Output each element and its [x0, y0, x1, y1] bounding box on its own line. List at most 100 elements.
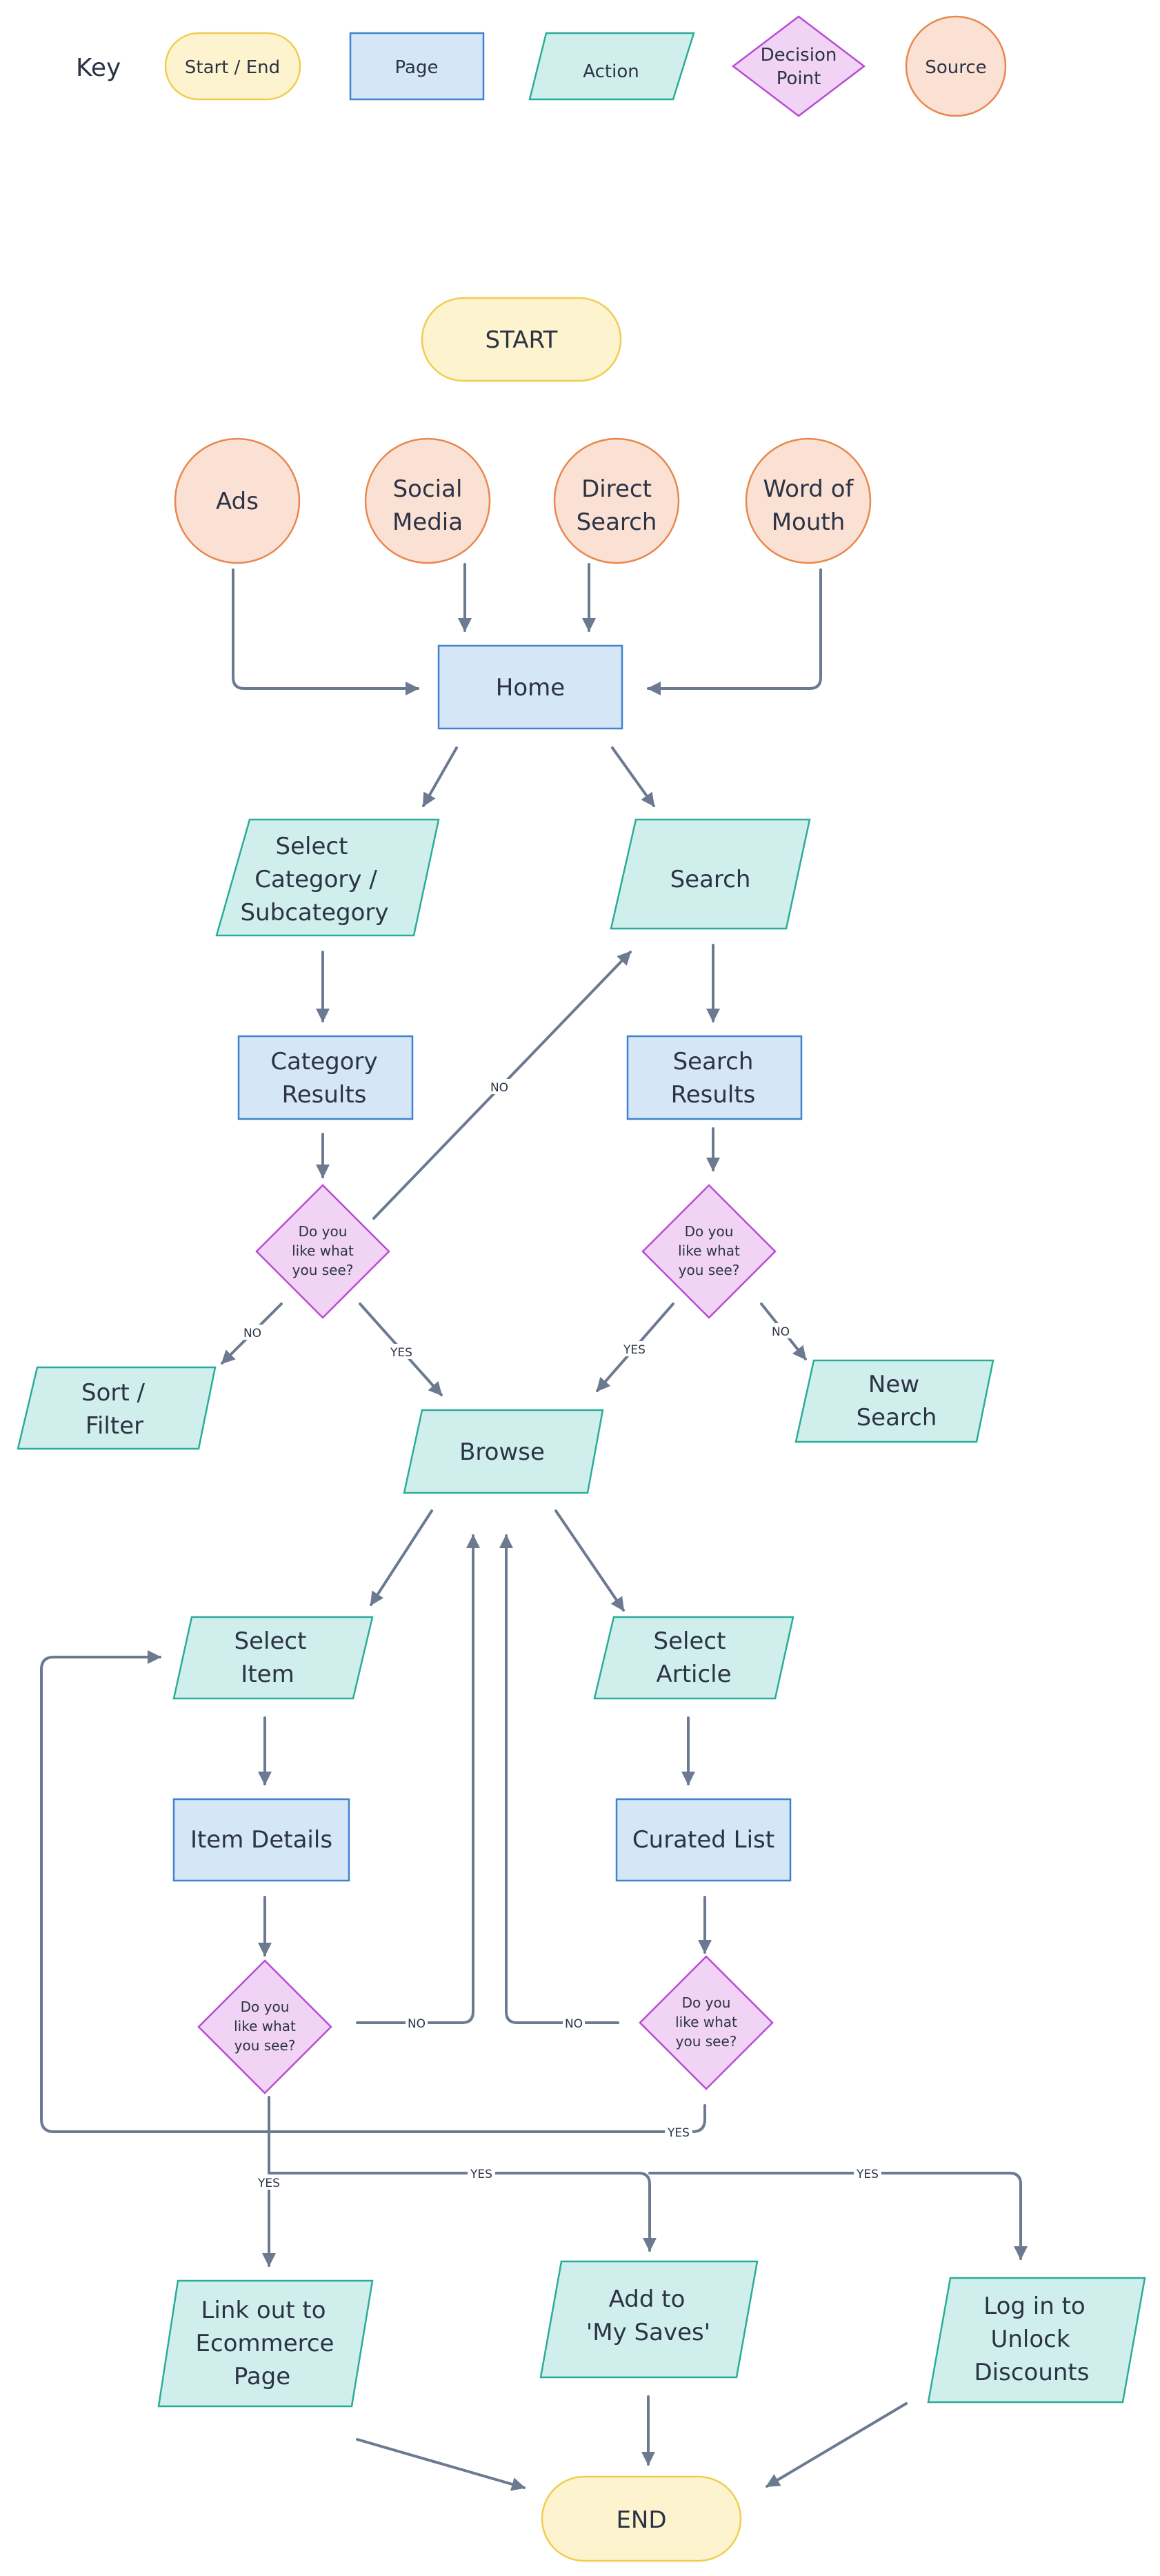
legend-source-label: Source [925, 57, 986, 78]
node-ads: Ads [174, 437, 301, 564]
node-direct-search-label-2: Search [577, 508, 657, 536]
node-add-to-saves: Add to 'My Saves' [539, 2260, 759, 2379]
legend-decision-label-1: Decision [761, 45, 837, 66]
edge-word-home [647, 568, 822, 695]
node-select-item-label-2: Item [241, 1661, 294, 1688]
edge-itemdecision-browse-no [356, 1534, 480, 2024]
legend-action-shape [528, 32, 695, 101]
node-decision-category-label-2: like what [292, 1242, 354, 1259]
node-home: Home [437, 644, 623, 730]
node-curated-list-shape [615, 1798, 792, 1882]
node-sort-filter-label-2: Filter [86, 1412, 143, 1440]
node-end: END [541, 2475, 742, 2562]
nodes: START Ads Social Media Direct Search Wor… [17, 297, 1146, 2562]
edge-browse-article [554, 1509, 625, 1612]
node-start-shape [421, 297, 622, 382]
node-direct-search: Direct Search [553, 437, 680, 564]
node-search-results-label-1: Search [673, 1048, 754, 1076]
node-category-results-label-2: Results [282, 1081, 367, 1109]
legend: Key Start / End Page Action Decision Poi… [76, 15, 1007, 117]
node-sort-filter-label-1: Sort / [81, 1379, 146, 1407]
node-link-out-label-2: Ecommerce [196, 2330, 334, 2357]
node-search-results-shape [626, 1035, 803, 1120]
node-decision-category-label-1: Do you [299, 1223, 348, 1240]
node-sort-filter-shape [17, 1366, 217, 1450]
edge-label-yes: YES [667, 2126, 690, 2140]
node-end-label: END [616, 2506, 666, 2534]
node-new-search-label-2: Search [857, 1404, 937, 1431]
node-decision-search: Do you like what you see? [641, 1184, 777, 1319]
edge-label-bg [488, 1079, 510, 1094]
node-select-item-label-1: Select [234, 1627, 307, 1655]
node-decision-search-label-1: Do you [685, 1223, 734, 1240]
node-decision-article-label-2: like what [675, 2014, 737, 2030]
node-browse: Browse [403, 1409, 604, 1494]
node-select-item-shape [172, 1616, 374, 1700]
legend-action-label: Action [583, 61, 639, 82]
node-ads-shape [174, 437, 301, 564]
legend-decision-label-2: Point [777, 68, 821, 89]
node-home-shape [437, 644, 623, 730]
node-sort-filter: Sort / Filter [17, 1366, 217, 1450]
edge-label-yes: YES [390, 1346, 412, 1360]
node-select-article-label-2: Article [656, 1661, 731, 1688]
node-log-in-label-2: Unlock [990, 2326, 1070, 2353]
legend-start-end: Start / End [164, 32, 301, 101]
node-start-label: START [486, 326, 558, 354]
node-select-category: Select Category / Subcategory [215, 818, 440, 937]
edge-link-end [356, 2438, 526, 2491]
node-add-to-saves-shape [539, 2260, 759, 2379]
node-decision-category-label-3: you see? [292, 1262, 354, 1278]
node-end-shape [541, 2475, 742, 2562]
node-word-of-mouth-shape [745, 437, 872, 564]
legend-source: Source [905, 15, 1007, 117]
node-decision-item-label-3: you see? [234, 2037, 296, 2054]
node-social-media-shape [364, 437, 491, 564]
node-curated-list: Curated List [615, 1798, 792, 1882]
node-decision-search-label-2: like what [678, 1242, 740, 1259]
edge-label-no: NO [772, 1325, 790, 1339]
node-word-of-mouth-label-1: Word of [763, 475, 854, 503]
node-decision-category: Do you like what you see? [255, 1184, 390, 1319]
node-decision-item-label-2: like what [234, 2018, 296, 2034]
node-log-in-label-1: Log in to [983, 2292, 1085, 2320]
node-category-results-label-1: Category [270, 1048, 377, 1076]
node-select-category-shape [215, 818, 440, 937]
node-decision-search-shape [641, 1184, 777, 1319]
edge-label-yes: YES [470, 2168, 492, 2181]
edge-label-bg [388, 1344, 415, 1359]
node-decision-article-label-3: you see? [676, 2033, 737, 2050]
edge-home-search [611, 746, 655, 807]
edge-label-no: NO [408, 2017, 426, 2031]
edge-label-bg [241, 1325, 263, 1340]
node-search-results-label-2: Results [671, 1081, 756, 1109]
node-decision-item-label-1: Do you [241, 1999, 290, 2015]
node-word-of-mouth: Word of Mouth [745, 437, 872, 564]
node-browse-label: Browse [459, 1438, 545, 1466]
node-decision-search-label-3: you see? [679, 1262, 740, 1278]
legend-decision: Decision Point [731, 15, 866, 117]
node-select-item: Select Item [172, 1616, 374, 1700]
node-direct-search-shape [553, 437, 680, 564]
node-log-in-label-3: Discounts [974, 2359, 1090, 2386]
node-ads-label: Ads [216, 488, 259, 515]
node-category-results: Category Results [237, 1035, 414, 1120]
node-decision-article-label-1: Do you [682, 1994, 731, 2011]
node-select-category-label-3: Subcategory [241, 899, 389, 927]
node-select-category-label-1: Select [276, 833, 348, 860]
legend-action: Action [528, 32, 695, 101]
edge-label-no: NO [243, 1327, 261, 1340]
node-category-results-shape [237, 1035, 414, 1120]
node-item-details-label: Item Details [190, 1826, 332, 1854]
node-link-out-label-3: Page [234, 2363, 290, 2390]
edge-label-bg [770, 1323, 792, 1338]
node-search-results: Search Results [626, 1035, 803, 1120]
node-decision-article: Do you like what you see? [639, 1955, 774, 2090]
edge-home-category [422, 746, 458, 807]
node-new-search-label-1: New [868, 1371, 919, 1398]
edge-label-bg [854, 2166, 881, 2181]
edge-ads-home [232, 568, 419, 695]
edge-label-bg [665, 2124, 692, 2139]
edge-articledecision-item-yes [40, 1650, 706, 2133]
edge-label-bg [468, 2166, 495, 2181]
